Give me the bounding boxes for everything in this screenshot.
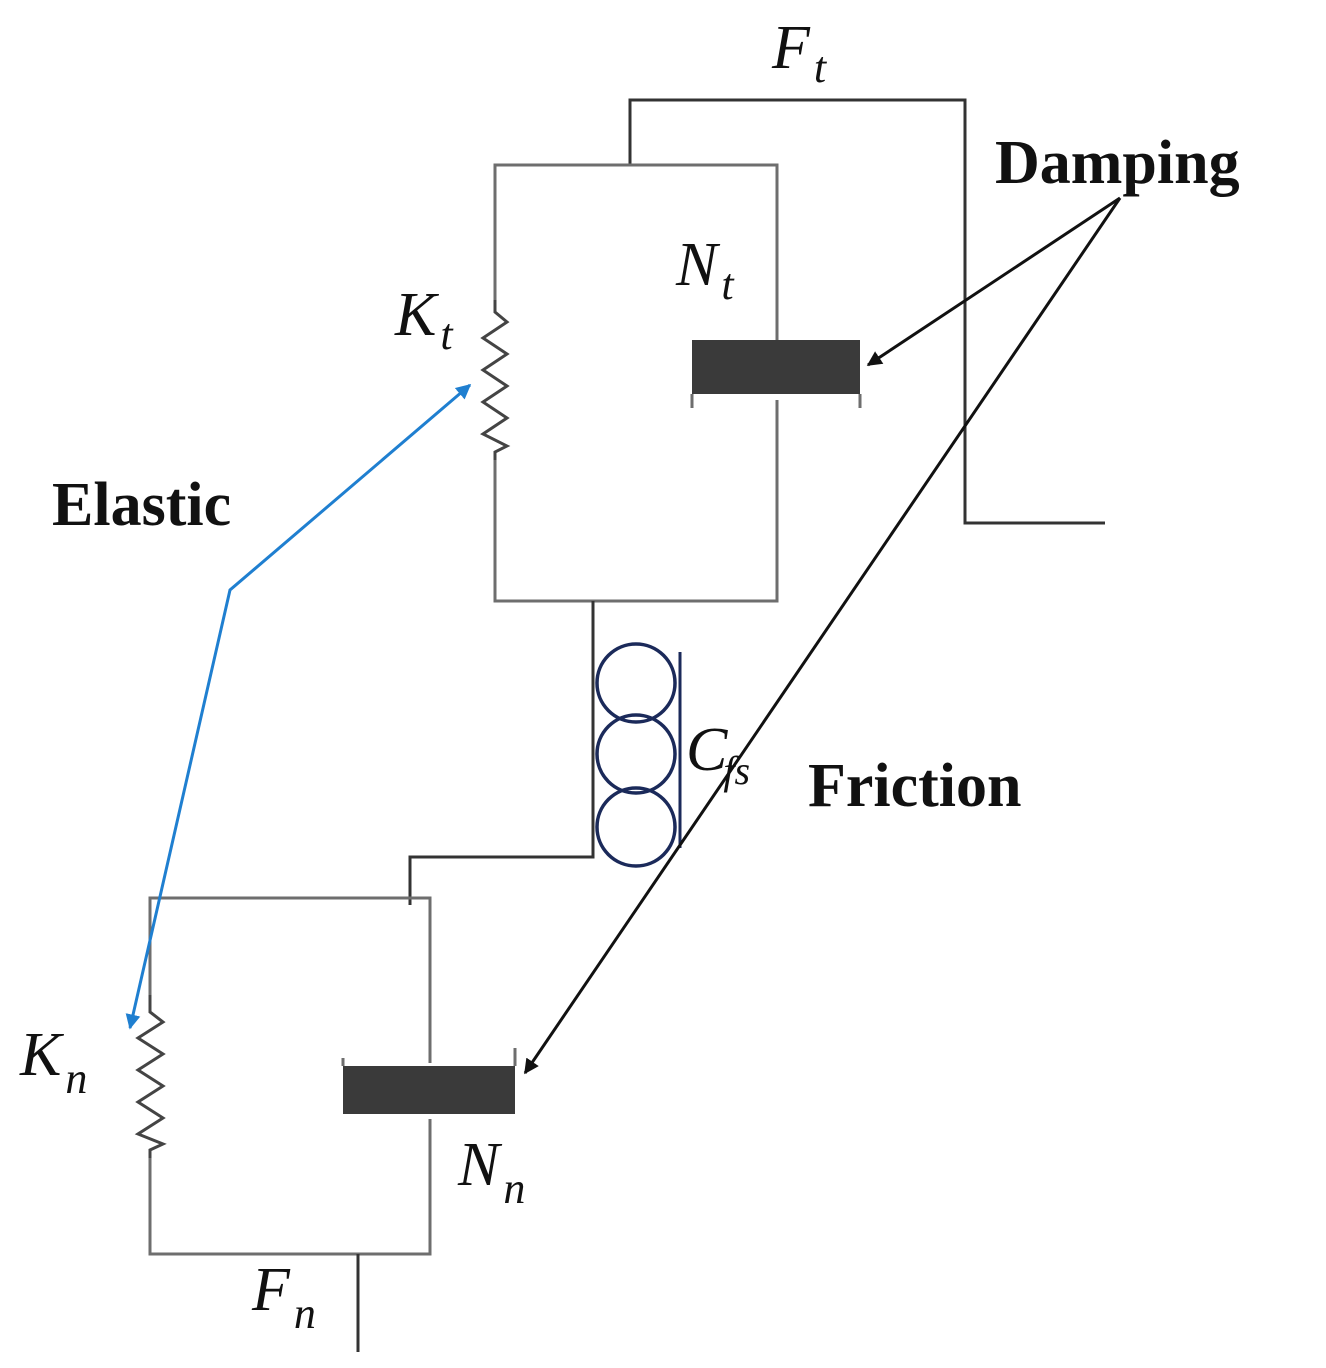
normal-spring <box>134 995 167 1158</box>
elastic-arrow <box>125 383 472 1030</box>
friction-element <box>595 642 677 868</box>
damping-label: Damping <box>995 129 1240 197</box>
normal-box <box>148 896 432 1352</box>
friction-coil <box>595 642 677 724</box>
damping-arrows <box>523 196 1122 1075</box>
kt-symbol: Kt <box>394 281 454 359</box>
nn-symbol: Nn <box>457 1131 525 1213</box>
friction-coil <box>595 713 677 795</box>
nt-symbol: Nt <box>675 231 735 309</box>
tangential-damper <box>690 340 862 408</box>
fn-symbol: Fn <box>251 1256 316 1338</box>
friction-connector <box>408 601 682 905</box>
tangential-spring <box>480 300 511 460</box>
cfs-symbol: Cfs <box>686 716 750 793</box>
kn-symbol: Kn <box>19 1021 87 1103</box>
friction-label: Friction <box>808 752 1022 820</box>
elastic-label: Elastic <box>52 471 231 539</box>
tangential-force-frame <box>628 98 1105 525</box>
ft-symbol: Ft <box>771 14 828 92</box>
friction-coil <box>595 786 677 868</box>
normal-damper <box>341 1048 517 1119</box>
